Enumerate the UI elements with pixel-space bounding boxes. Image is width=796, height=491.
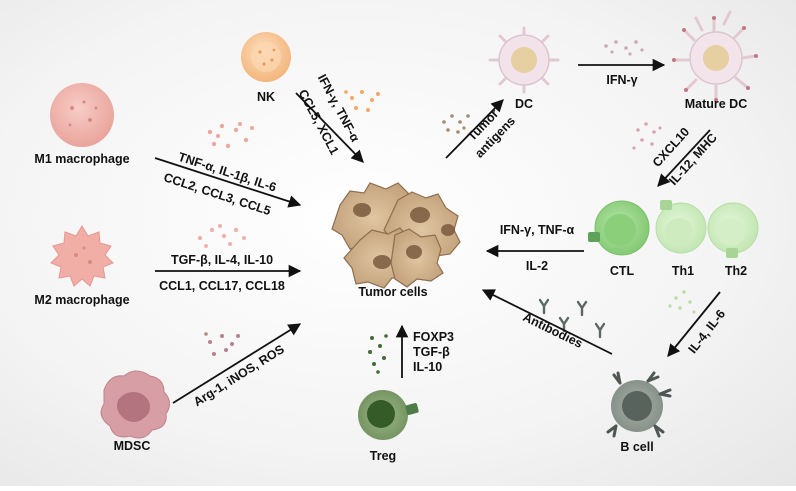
treg-label-line1: FOXP3 [413, 330, 454, 344]
ifn-dots [604, 40, 644, 56]
il4-dots [668, 290, 696, 314]
treg-label-line2: TGF-β [413, 345, 450, 359]
cxcl10-dots [632, 122, 662, 150]
th1-cell: Th1 [655, 200, 707, 278]
th2-cell: Th2 [707, 202, 759, 278]
mature-dc-label: Mature DC [685, 97, 748, 111]
mdsc-label-line: Arg-1, iNOS, ROS [191, 342, 287, 409]
mdsc-to-tumor-arrow [172, 323, 302, 404]
mdsc-cell: MDSC [100, 370, 170, 453]
nk-cell: NK [241, 32, 291, 104]
mdsc-dots [204, 332, 240, 356]
ctl-label-line2: IL-2 [526, 259, 548, 273]
m1-macrophage-label: M1 macrophage [34, 152, 129, 166]
ctl-cell: CTL [588, 200, 650, 278]
m1-macrophage: M1 macrophage [34, 83, 130, 166]
m2-macrophage: M2 macrophage [34, 225, 130, 307]
mdsc-label: MDSC [114, 439, 151, 453]
nk-label: NK [257, 90, 275, 104]
m2-label-line2: CCL1, CCL17, CCL18 [159, 279, 285, 293]
th2-label: Th2 [725, 264, 747, 278]
b-cell-label: B cell [620, 440, 653, 454]
dc-ifn-label: IFN-γ [606, 73, 637, 87]
dc-cell: DC [488, 26, 560, 111]
th1-label: Th1 [672, 264, 694, 278]
tumor-cells-label: Tumor cells [358, 285, 427, 299]
mature-dc-cell: Mature DC [672, 10, 758, 111]
il4-label: IL-4, IL-6 [686, 307, 729, 356]
treg-dots [368, 334, 388, 374]
m1-to-tumor-arrow [154, 157, 302, 208]
ctl-label-line1: IFN-γ, TNF-α [500, 223, 575, 237]
ctl-label: CTL [610, 264, 635, 278]
m2-cytokine-dots [197, 224, 246, 248]
b-cell: B cell [606, 371, 672, 454]
m2-macrophage-label: M2 macrophage [34, 293, 129, 307]
tumor-to-dc-arrow [445, 99, 504, 159]
m1-cytokine-dots [207, 122, 254, 149]
bcell-to-tumor-arrow [481, 289, 613, 355]
dc-label: DC [515, 97, 533, 111]
nk-to-tumor-arrow [295, 92, 364, 163]
mature-dc-to-ctl-arrow [657, 129, 711, 187]
treg-label-line3: IL-10 [413, 360, 442, 374]
treg-label: Treg [370, 449, 396, 463]
antibody-icons [538, 298, 606, 339]
nk-cytokine-dots [344, 90, 380, 112]
tumor-cells-cluster: Tumor cells [331, 182, 461, 299]
tumor-antigen-dots [442, 114, 470, 134]
antibodies-label: Antibodies [521, 310, 585, 351]
th2-to-bcell-arrow [667, 291, 721, 357]
m2-label-line1: TGF-β, IL-4, IL-10 [171, 253, 273, 267]
treg-cell: Treg [358, 390, 419, 463]
